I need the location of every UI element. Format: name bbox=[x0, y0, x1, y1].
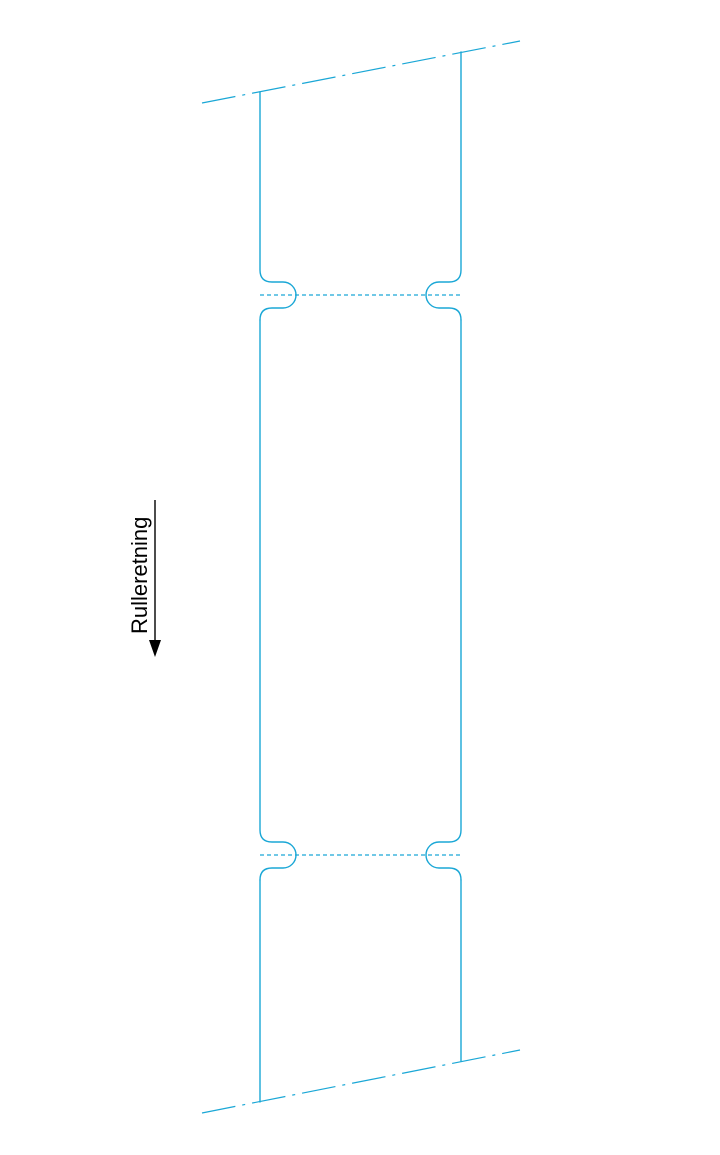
middle-label-left-edge bbox=[259, 319, 297, 881]
roll-drawing bbox=[201, 40, 521, 1114]
roll-direction-indicator: Rulleretning bbox=[127, 500, 161, 657]
roll-direction-label: Rulleretning bbox=[127, 517, 152, 634]
middle-label-right-edge bbox=[425, 319, 462, 881]
arrow-down-icon bbox=[149, 640, 161, 657]
top-partial-label bbox=[259, 91, 297, 321]
bottom-break-line bbox=[201, 1049, 521, 1114]
top-break-line bbox=[201, 40, 521, 104]
top-partial-label-right-edge bbox=[425, 51, 462, 321]
